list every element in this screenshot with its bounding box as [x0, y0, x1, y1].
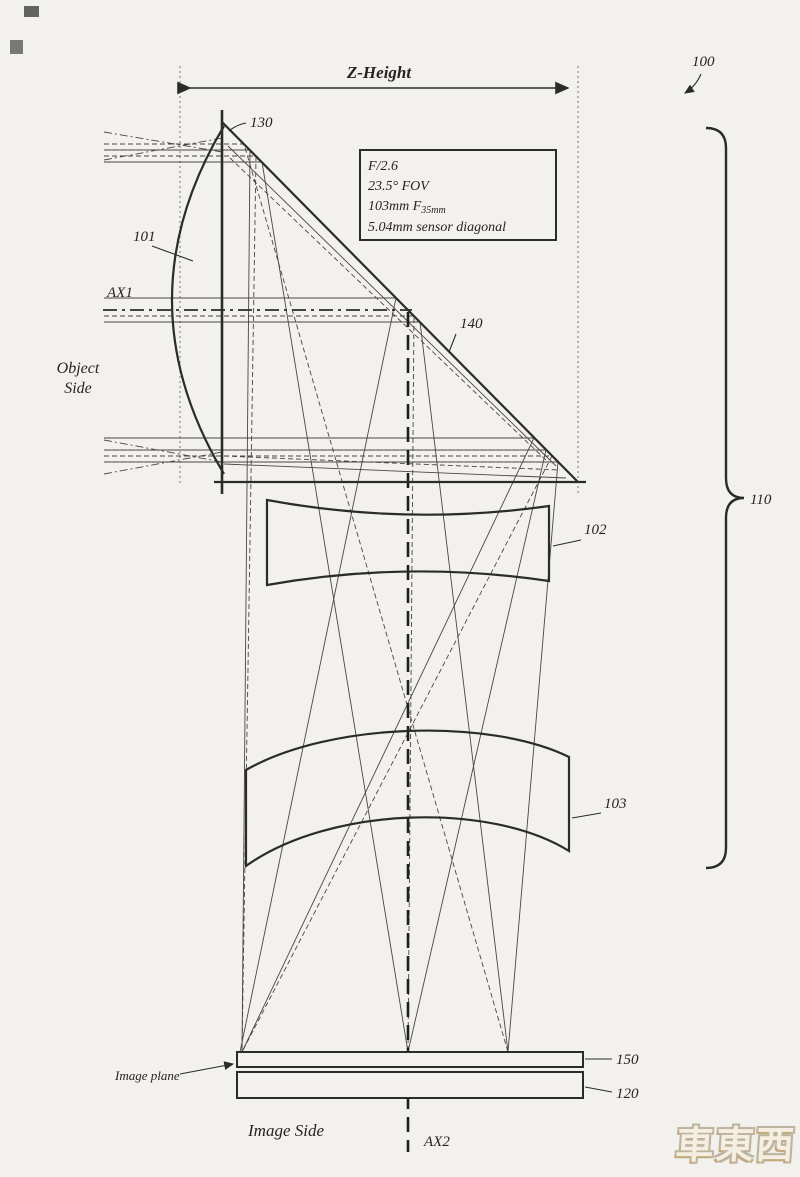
ref-130-leader: [228, 122, 247, 132]
ray-line-dashed: [229, 157, 549, 463]
ref-103-label: 103: [604, 796, 627, 812]
ref-100-label: 100: [692, 54, 715, 70]
ref-140-leader: [448, 333, 457, 353]
ref-103-leader: [571, 812, 602, 819]
image-plane-label: Image plane: [114, 1068, 180, 1083]
ray-line-marginal: [103, 451, 223, 475]
spec-focal-prefix: 103mm F: [368, 199, 422, 214]
ray-line: [104, 449, 547, 1053]
ray-line-dashed: [104, 315, 415, 1053]
ray-line-marginal: [103, 137, 223, 161]
ray-line: [104, 437, 535, 1053]
image-sensor-120: [236, 1071, 584, 1099]
image-plane-arrow: [179, 1061, 235, 1075]
ray-line-marginal: [103, 439, 223, 463]
ray-line-dashed: [223, 455, 561, 471]
lens-101-surface: [170, 125, 225, 475]
spec-f-number: F/2.6: [367, 159, 398, 174]
scan-artifact: [10, 40, 23, 54]
ref-120-leader: [584, 1086, 613, 1093]
ref-102-label: 102: [584, 522, 607, 538]
object-side-label-2: Side: [64, 380, 92, 397]
ref-140-label: 140: [460, 316, 483, 332]
ray-line-dashed: [104, 455, 553, 1053]
ax1-label: AX1: [106, 285, 133, 301]
scan-artifacts: [10, 6, 39, 54]
ray-line-marginal: [103, 131, 223, 153]
z-height-label: Z-Height: [346, 63, 412, 82]
ref-101-label: 101: [133, 229, 156, 245]
spec-focal: 103mm F35mm: [368, 199, 446, 216]
ref-100-arrow: [684, 73, 702, 94]
ref-120-label: 120: [616, 1086, 639, 1102]
ray-line: [104, 297, 397, 1053]
ray-line: [223, 463, 567, 479]
spec-box: F/2.6 23.5° FOV 103mm F35mm 5.04mm senso…: [359, 149, 557, 241]
object-side-label: Object: [57, 360, 100, 377]
spec-fov: 23.5° FOV: [368, 179, 430, 194]
spec-focal-subscript: 35mm: [420, 205, 445, 216]
ray-line: [104, 461, 559, 1053]
ax2-label: AX2: [423, 1134, 450, 1150]
ray-line: [227, 145, 557, 467]
prism-hypotenuse: [221, 121, 579, 483]
ray-line: [104, 161, 409, 1053]
watermark-logo: 車東西: [674, 1123, 798, 1167]
ref-130-label: 130: [250, 115, 273, 131]
spec-box-frame: [359, 149, 557, 241]
ray-line-dashed: [104, 143, 509, 1053]
spec-sensor: 5.04mm sensor diagonal: [368, 220, 506, 235]
ref-150-label: 150: [616, 1052, 639, 1068]
scan-artifact: [24, 6, 39, 17]
lens-103-outline: [244, 729, 571, 869]
ref-110-label: 110: [750, 492, 772, 508]
lens-102-outline: [265, 498, 551, 587]
cover-glass-150: [236, 1051, 584, 1068]
ref-101-leader: [151, 245, 194, 262]
brace-110: [705, 126, 745, 870]
prism-140: [214, 110, 586, 494]
image-side-label: Image Side: [247, 1121, 324, 1140]
ref-102-leader: [552, 539, 582, 547]
